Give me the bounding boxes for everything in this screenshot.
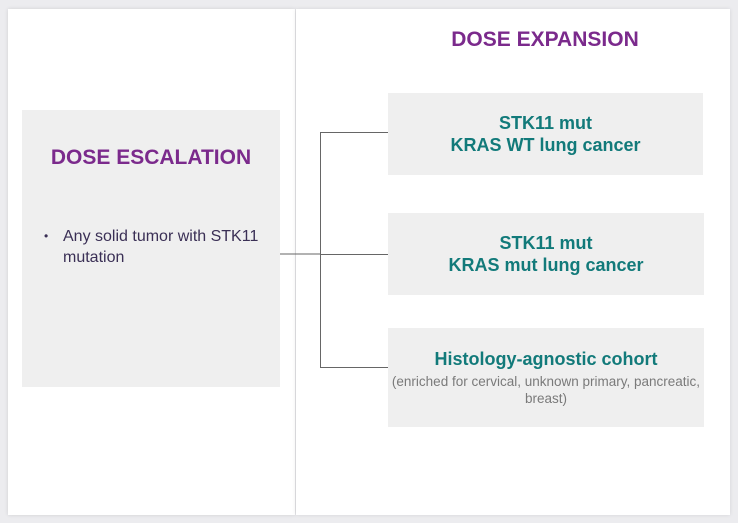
escalation-criteria-list: • Any solid tumor with STK11 mutation — [40, 226, 270, 268]
cohort-box-1: STK11 mut KRAS WT lung cancer — [388, 93, 703, 175]
dose-escalation-box: DOSE ESCALATION • Any solid tumor with S… — [22, 110, 280, 387]
cohort-1-line-2: KRAS WT lung cancer — [450, 135, 641, 155]
escalation-criterion: Any solid tumor with STK11 mutation — [63, 228, 259, 266]
dose-expansion-title: DOSE EXPANSION — [451, 28, 639, 51]
cohort-3-note: (enriched for cervical, unknown primary,… — [391, 374, 701, 406]
list-item: • Any solid tumor with STK11 mutation — [40, 226, 270, 268]
dose-escalation-title: DOSE ESCALATION — [50, 146, 252, 169]
cohort-1-line-1: STK11 mut — [498, 113, 593, 133]
bullet-dot: • — [44, 229, 49, 243]
cohort-box-2: STK11 mut KRAS mut lung cancer — [388, 213, 704, 295]
cohort-box-3: Histology-agnostic cohort (enriched for … — [388, 328, 704, 427]
cohort-2-line-2: KRAS mut lung cancer — [448, 255, 644, 275]
cohort-3-line-1: Histology-agnostic cohort — [434, 349, 658, 369]
cohort-2-line-1: STK11 mut — [499, 233, 593, 253]
